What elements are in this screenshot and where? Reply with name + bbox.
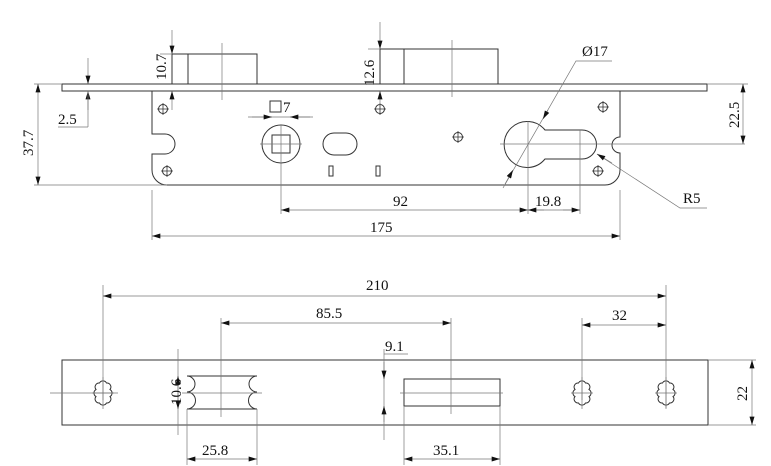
deadbolt-opening bbox=[403, 378, 501, 407]
dim-body-length: 175 bbox=[370, 220, 393, 236]
dim-latch-height: 10.6 bbox=[169, 378, 185, 405]
dim-screw-span: 210 bbox=[366, 278, 389, 294]
dim-bolt2-height: 12.6 bbox=[362, 59, 378, 86]
dim-faceplate-width: 22 bbox=[735, 386, 751, 401]
dim-cylinder-offset: 22.5 bbox=[727, 102, 743, 128]
dim-latch-width: 25.8 bbox=[202, 443, 228, 459]
screw-hole-icon bbox=[596, 100, 610, 114]
dim-cylinder-spacing: 19.8 bbox=[535, 194, 561, 210]
screw-hole-icon bbox=[156, 102, 170, 116]
faceplate bbox=[61, 83, 708, 92]
dim-cylinder-diameter: Ø17 bbox=[582, 44, 608, 60]
dim-follower-square: 7 bbox=[283, 100, 291, 116]
dim-body-height: 37.7 bbox=[21, 129, 37, 156]
small-slot bbox=[328, 165, 334, 177]
follower-hub bbox=[260, 124, 302, 214]
dim-bolt-spacing: 85.5 bbox=[316, 306, 342, 322]
top-view: 10.7 12.6 2.5 37.7 7 Ø17 22.5 R5 bbox=[21, 22, 748, 240]
faceplate-front bbox=[61, 359, 709, 426]
lock-case bbox=[151, 91, 621, 186]
latch-opening bbox=[186, 375, 258, 410]
dim-faceplate-thickness: 2.5 bbox=[58, 112, 77, 128]
dim-radius: R5 bbox=[683, 191, 701, 207]
dim-backset: 92 bbox=[393, 194, 408, 210]
dim-deadbolt-width: 35.1 bbox=[433, 443, 459, 459]
dead-bolt bbox=[379, 40, 499, 97]
cylinder-keyhole bbox=[503, 121, 597, 168]
screw-hole-icon bbox=[451, 130, 465, 144]
oblong-slot bbox=[322, 132, 358, 156]
faceplate-front-view: 210 85.5 32 10.6 9.1 22 25.8 35.1 bbox=[50, 278, 756, 465]
latch-bolt bbox=[171, 43, 258, 100]
screw-hole-icon bbox=[591, 164, 605, 178]
small-slot bbox=[375, 165, 381, 177]
dim-bolt1-height: 10.7 bbox=[154, 53, 170, 80]
square-symbol-icon bbox=[269, 100, 282, 113]
dim-deadbolt-offset: 9.1 bbox=[385, 339, 404, 355]
screw-hole-icon bbox=[160, 164, 174, 178]
dim-screw-spacing: 32 bbox=[612, 308, 627, 324]
